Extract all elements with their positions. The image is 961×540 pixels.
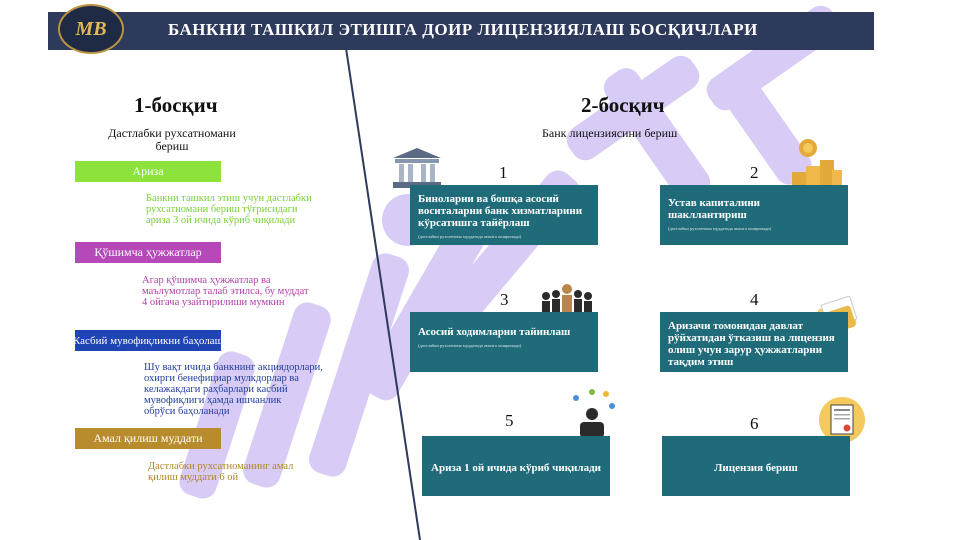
step-number-6: 6 [750, 414, 759, 433]
desc-additional-docs: Агар қўшимча ҳужжатлар ва маълумотлар та… [142, 275, 309, 308]
slide: БАНКНИ ТАШКИЛ ЭТИШГА ДОИР ЛИЦЕНЗИЯЛАШ БО… [48, 0, 874, 540]
step-number-3: 3 [500, 290, 509, 309]
step-title-2: Устав капиталини шакллантириш [668, 197, 761, 221]
step-title-3: Асосий ходимларни тайинлаш [418, 326, 571, 338]
desc-application: Банкни ташкил этиш учун дастлабки рухсат… [146, 193, 312, 226]
license-certificate-icon [819, 397, 865, 443]
desc-fit-proper: Шу вақт ичида банкнинг акциядорлари, охи… [144, 362, 323, 417]
tag-validity-period: Амал қилиш муддати [75, 428, 221, 449]
desc-fit-proper-line3: келажакдаги раҳбарлари касбий [144, 384, 288, 395]
step-number-1: 1 [499, 163, 508, 182]
desc-additional-docs-line1: Агар қўшимча ҳужжатлар ва [142, 275, 271, 286]
desc-validity-period-line2: қилиш муддати 6 ой [148, 472, 239, 483]
tag-additional-docs: Қўшимча ҳужжатлар [75, 242, 221, 263]
stage1-subtitle: Дастлабки рухсатномани бериш [84, 127, 260, 153]
step-note-1: (дастлабки рухсатнома муддатида амалга о… [418, 234, 522, 239]
step-title-4: Аризачи томонидан давлат рўйхатидан ўтка… [668, 320, 835, 368]
team-people-icon [542, 284, 592, 325]
step-box-6: Лицензия бериш [662, 436, 850, 496]
bank-logo: MB [58, 4, 124, 54]
desc-application-line2: рухсатномани бериш тўғрисидаги [146, 204, 298, 215]
desc-fit-proper-line4: мувофиқлиги ҳамда ишчанлик [144, 395, 282, 406]
step-title-6: Лицензия бериш [714, 462, 798, 474]
logo-mark: MB [75, 17, 107, 40]
step-title-5: Ариза 1 ой ичида кўриб чиқилади [431, 462, 601, 474]
tag-application: Ариза [75, 161, 221, 182]
desc-additional-docs-line2: маълумотлар талаб этилса, бу муддат [142, 286, 309, 297]
stage2-title: 2-босқич [581, 93, 665, 117]
page-title: БАНКНИ ТАШКИЛ ЭТИШГА ДОИР ЛИЦЕНЗИЯЛАШ БО… [168, 20, 758, 39]
review-person-icon [573, 389, 615, 438]
step-number-2: 2 [750, 163, 759, 182]
step-note-2: (дастлабки рухсатнома муддатида амалга о… [668, 226, 772, 231]
step-box-4: Аризачи томонидан давлат рўйхатидан ўтка… [660, 312, 848, 372]
step-box-1: Биноларни ва бошқа асосий воситаларни ба… [410, 185, 598, 245]
step-note-3: (дастлабки рухсатнома муддатида амалга о… [418, 343, 522, 348]
desc-fit-proper-line1: Шу вақт ичида банкнинг акциядорлари, [144, 362, 323, 373]
stage1-subtitle-line1: Дастлабки рухсатномани [108, 126, 236, 140]
step-title-1: Биноларни ва бошқа асосий воситаларни ба… [418, 193, 583, 229]
step-number-4: 4 [750, 290, 759, 309]
coins-icon [792, 139, 842, 186]
desc-validity-period-line1: Дастлабки рухсатноманинг амал [148, 461, 294, 472]
bank-building-icon [393, 148, 441, 188]
step-box-5: Ариза 1 ой ичида кўриб чиқилади [422, 436, 610, 496]
stage1-subtitle-line2: бериш [155, 139, 189, 153]
desc-validity-period: Дастлабки рухсатноманинг амал қилиш мудд… [148, 461, 293, 483]
step-box-3: Асосий ходимларни тайинлаш (дастлабки ру… [410, 312, 598, 372]
stage1-title: 1-босқич [134, 93, 218, 117]
desc-fit-proper-line5: обрўси баҳоланади [144, 406, 230, 417]
desc-application-line3: ариза 3 ой ичида кўриб чиқилади [146, 215, 296, 226]
desc-additional-docs-line3: 4 ойгача узайтирилиши мумкин [142, 297, 285, 308]
desc-fit-proper-line2: охирги бенефициар мулкдорлар ва [144, 373, 299, 384]
stage2-subtitle: Банк лицензиясини бериш [542, 126, 678, 140]
header-bar: БАНКНИ ТАШКИЛ ЭТИШГА ДОИР ЛИЦЕНЗИЯЛАШ БО… [48, 12, 874, 50]
step-number-5: 5 [505, 411, 514, 430]
desc-application-line1: Банкни ташкил этиш учун дастлабки [146, 193, 312, 204]
step-box-2: Устав капиталини шакллантириш (дастлабки… [660, 185, 848, 245]
tag-fit-proper: Касбий мувофиқликни баҳолаш [73, 330, 223, 351]
stage-divider [345, 47, 421, 540]
